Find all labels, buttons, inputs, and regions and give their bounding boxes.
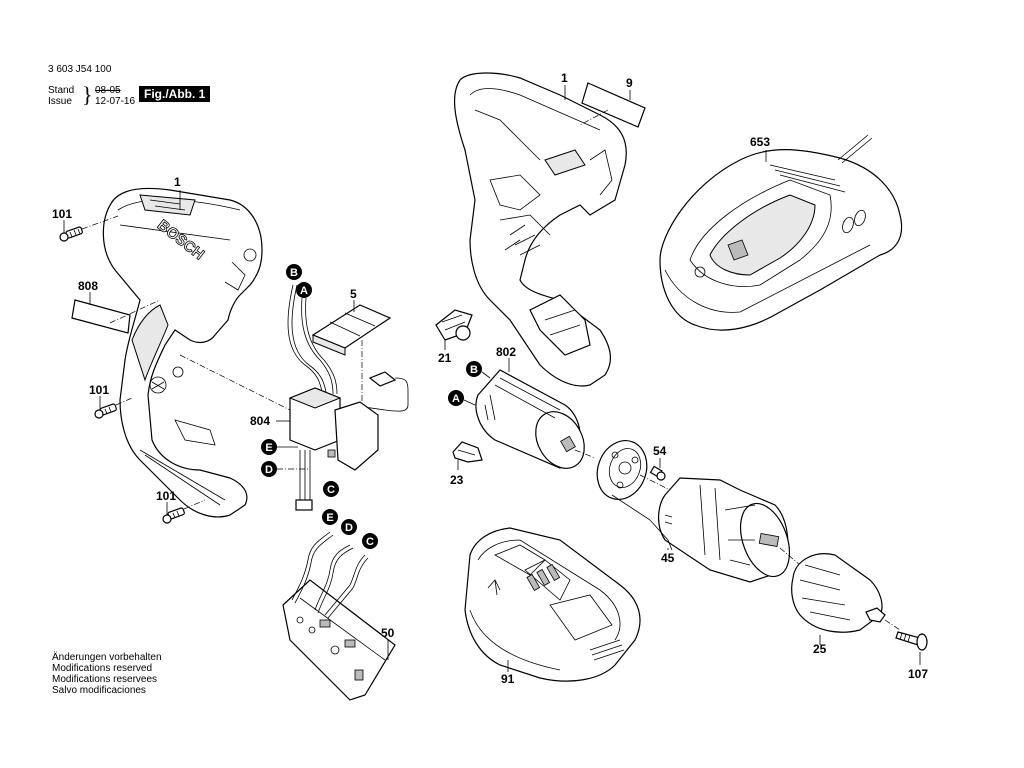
screw-101-top[interactable] <box>59 226 83 242</box>
part-label-screw-mid: 101 <box>89 383 109 397</box>
svg-text:B: B <box>470 364 478 376</box>
part-label-battery: 91 <box>501 672 515 686</box>
switch-804-part[interactable] <box>288 387 379 511</box>
part-label-808: 808 <box>78 279 98 293</box>
svg-text:E: E <box>326 512 333 524</box>
switch-cover-5-part[interactable] <box>311 304 392 356</box>
switch-cable <box>349 377 409 412</box>
connector-e-switch: E <box>261 439 277 455</box>
svg-text:D: D <box>265 464 273 476</box>
svg-text:A: A <box>300 285 308 297</box>
assembly-axis <box>183 499 206 510</box>
pcb-50-part[interactable] <box>282 531 396 701</box>
assembly-axis <box>109 299 161 324</box>
part-label-screw-54: 54 <box>653 444 667 458</box>
wire-b-2 <box>291 284 327 393</box>
wire-a-2 <box>305 297 338 395</box>
connector-e-pcb: E <box>322 509 338 525</box>
note-fr: Modifications reservees <box>52 674 158 685</box>
part-label-housing-left: 1 <box>174 175 181 189</box>
gearbox-45-part[interactable] <box>658 477 799 583</box>
assembly-axis <box>574 449 596 459</box>
note-es: Salvo modificaciones <box>52 685 146 696</box>
svg-text:C: C <box>366 536 374 548</box>
stand-value: 08-05 <box>95 85 121 96</box>
issue-label: Issue <box>48 96 72 107</box>
charger-653-part[interactable] <box>659 134 903 331</box>
assembly-axis <box>579 109 609 126</box>
screw-107-part[interactable] <box>895 631 928 651</box>
part-label-housing-right: 1 <box>561 71 568 85</box>
part-label-clip-23: 23 <box>450 473 464 487</box>
note-en: Modifications reserved <box>52 663 153 674</box>
part-label-motor: 802 <box>496 345 516 359</box>
battery-91-part[interactable] <box>464 527 641 682</box>
clip-21-part[interactable] <box>435 309 473 341</box>
connector-b-switch: B <box>286 264 302 280</box>
wire-a <box>301 297 334 395</box>
part-label-gearbox: 45 <box>661 551 675 565</box>
label-808-part[interactable] <box>71 299 131 334</box>
stand-label: Stand <box>48 85 75 96</box>
svg-text:B: B <box>290 267 298 279</box>
figure-label: Fig./Abb. 1 <box>139 86 211 102</box>
part-label-screw-bottom: 101 <box>156 489 176 503</box>
part-label-switch-cover: 5 <box>350 287 357 301</box>
part-label-screw-top: 101 <box>52 207 72 221</box>
svg-text:C: C <box>327 484 335 496</box>
part-label-9: 9 <box>626 76 633 90</box>
housing-left-part[interactable]: BOSCH <box>102 187 263 518</box>
switch-tab-part <box>368 371 397 387</box>
chuck-25-part[interactable] <box>791 553 886 633</box>
screw-101-bottom[interactable] <box>162 507 185 524</box>
assembly-axis <box>884 619 901 631</box>
part-label-switch: 804 <box>250 414 270 428</box>
part-label-clip-21: 21 <box>438 351 452 365</box>
assembly-axis <box>81 215 119 230</box>
connector-b-motor: B <box>466 361 482 377</box>
leader-line <box>481 371 491 379</box>
connector-c-pcb: C <box>362 533 378 549</box>
modification-notes: Änderungen vorbehalten Modifications res… <box>52 652 162 696</box>
gear-plate-part[interactable] <box>589 434 655 507</box>
issue-value: 12-07-16 <box>95 96 136 107</box>
motor-802-part[interactable] <box>475 369 594 477</box>
screw-54-part[interactable] <box>649 465 666 481</box>
assembly-axis <box>779 547 801 566</box>
svg-text:E: E <box>265 442 272 454</box>
svg-text:D: D <box>345 522 353 534</box>
leader-line <box>611 494 673 551</box>
label-9-part[interactable] <box>581 82 646 128</box>
connector-d-switch: D <box>261 461 277 477</box>
connector-d-pcb: D <box>341 519 357 535</box>
screw-101-mid[interactable] <box>94 403 117 419</box>
connector-a-switch: A <box>296 282 312 298</box>
part-label-screw-107: 107 <box>908 667 928 681</box>
connector-a-motor: A <box>448 390 464 406</box>
brace-icon: } <box>82 82 93 107</box>
assembly-axis <box>179 354 291 411</box>
part-label-charger: 653 <box>750 135 770 149</box>
part-label-chuck: 25 <box>813 642 827 656</box>
connector-c-switch: C <box>323 481 339 497</box>
assembly-axis <box>115 397 133 406</box>
leader-line <box>463 399 476 406</box>
clip-23-part[interactable] <box>452 441 483 463</box>
document-number: 3 603 J54 100 <box>48 64 112 75</box>
wire-b <box>287 284 323 393</box>
note-de: Änderungen vorbehalten <box>52 652 162 663</box>
housing-right-part[interactable] <box>454 72 627 387</box>
svg-text:A: A <box>452 393 460 405</box>
part-label-pcb: 50 <box>381 626 395 640</box>
